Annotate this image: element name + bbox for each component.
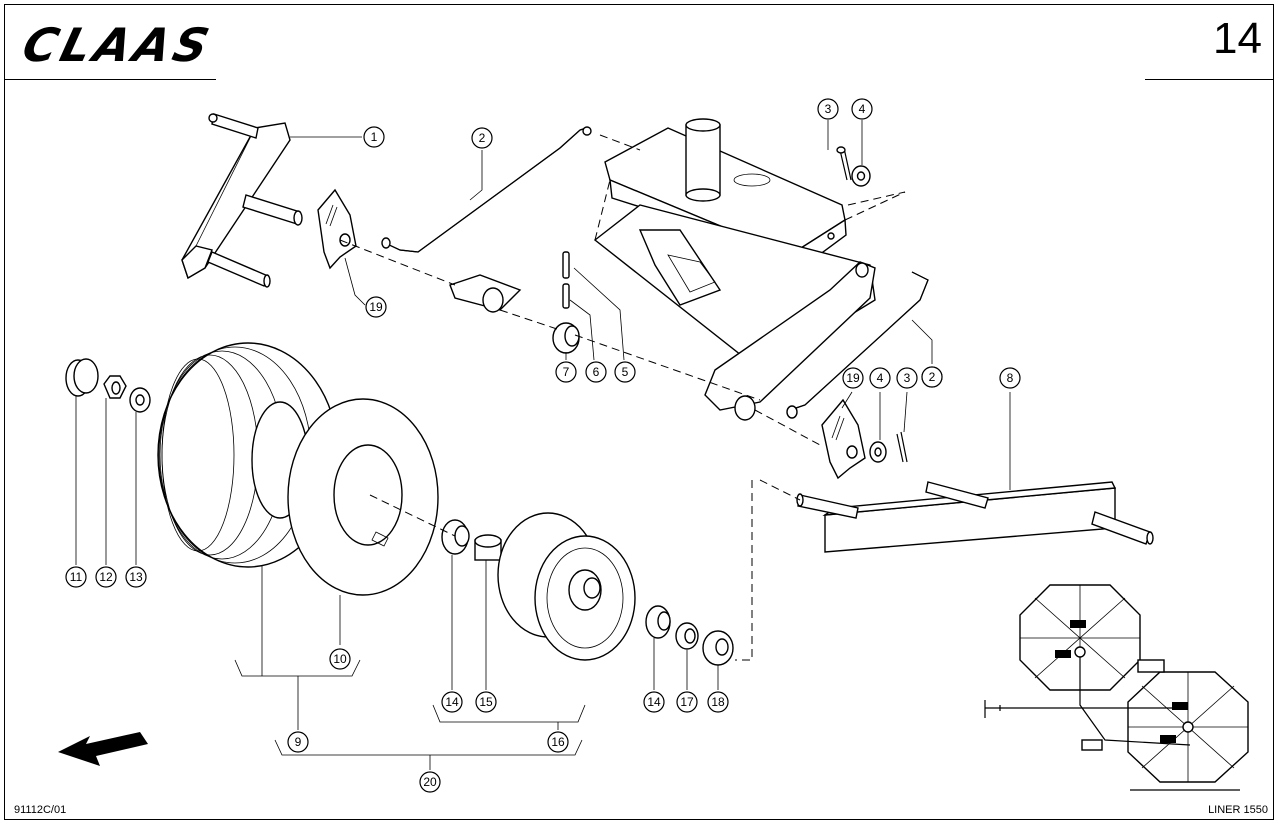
callout-20: 20 (419, 771, 441, 793)
svg-text:20: 20 (423, 775, 437, 789)
svg-text:12: 12 (99, 570, 113, 584)
part-plate-right (821, 398, 866, 480)
callout-4-right: 4 (869, 367, 891, 389)
svg-text:19: 19 (846, 371, 860, 385)
svg-text:5: 5 (622, 365, 629, 379)
callout-18: 18 (707, 691, 729, 713)
svg-text:2: 2 (929, 370, 936, 384)
svg-text:3: 3 (825, 102, 832, 116)
svg-text:1: 1 (371, 130, 378, 144)
svg-text:4: 4 (877, 371, 884, 385)
part-washer-13 (129, 387, 151, 413)
svg-text:14: 14 (445, 695, 459, 709)
part-nut (103, 375, 127, 399)
svg-text:4: 4 (859, 102, 866, 116)
svg-text:8: 8 (1007, 371, 1014, 385)
part-axle-beam (796, 481, 1154, 553)
part-spacer (474, 534, 502, 561)
part-washer-right (869, 441, 887, 463)
svg-text:15: 15 (479, 695, 493, 709)
callout-9: 9 (287, 731, 309, 753)
callout-3-right: 3 (896, 367, 918, 389)
svg-text:10: 10 (333, 652, 347, 666)
callout-13: 13 (125, 566, 147, 588)
part-washer-18 (702, 630, 734, 666)
model-name: LINER 1550 (1208, 804, 1268, 816)
part-bearing-left (441, 519, 470, 555)
callout-14-right: 14 (643, 691, 665, 713)
document-code: 91112C/01 (14, 804, 67, 816)
svg-text:16: 16 (551, 735, 565, 749)
part-seal (675, 622, 699, 650)
assembly-lines (339, 134, 906, 661)
part-bearing-right (645, 605, 671, 639)
callout-5: 5 (614, 361, 636, 383)
svg-text:3: 3 (904, 371, 911, 385)
callout-8: 8 (999, 367, 1021, 389)
svg-text:13: 13 (129, 570, 143, 584)
page-frame (4, 4, 1274, 820)
machine-overview-icon (984, 584, 1249, 791)
callout-4-top: 4 (851, 98, 873, 120)
part-rod-upper (381, 126, 592, 253)
callout-10: 10 (329, 648, 351, 670)
part-wheel-rim (497, 512, 636, 661)
part-bush-7 (552, 322, 580, 354)
svg-text:11: 11 (70, 570, 83, 584)
svg-text:9: 9 (295, 735, 302, 749)
callout-15: 15 (475, 691, 497, 713)
part-inner-tube (287, 398, 439, 596)
svg-text:19: 19 (369, 300, 383, 314)
part-washer-top (851, 165, 871, 187)
callout-2-right: 2 (921, 366, 943, 388)
part-plate-left (317, 188, 357, 270)
callout-16: 16 (547, 731, 569, 753)
header-rule-right (1145, 79, 1274, 80)
callout-6: 6 (585, 361, 607, 383)
callout-17: 17 (676, 691, 698, 713)
page-number: 14 (1213, 14, 1262, 63)
part-split-pin-right (896, 431, 908, 463)
svg-text:6: 6 (593, 365, 600, 379)
svg-text:17: 17 (680, 695, 694, 709)
svg-text:14: 14 (647, 695, 661, 709)
leader-lines (75, 120, 1011, 770)
part-central-frame (449, 118, 876, 421)
callout-14-left: 14 (441, 691, 463, 713)
svg-text:7: 7 (563, 365, 570, 379)
direction-arrow-icon (58, 732, 148, 766)
part-split-pin-top (836, 146, 852, 181)
header-rule-left (4, 79, 216, 80)
part-axle-carrier (181, 113, 303, 288)
callout-12: 12 (95, 566, 117, 588)
part-rod-lower (786, 271, 929, 419)
svg-text:2: 2 (479, 131, 486, 145)
callout-19-left: 19 (365, 296, 387, 318)
part-hub-cap (65, 358, 99, 397)
callout-2-upper: 2 (471, 127, 493, 149)
callout-1: 1 (363, 126, 385, 148)
callout-11: 11 (65, 566, 87, 588)
part-spring-pins (562, 251, 570, 309)
svg-text:18: 18 (711, 695, 725, 709)
callout-3-top: 3 (817, 98, 839, 120)
callout-7: 7 (555, 361, 577, 383)
callout-19-right: 19 (842, 367, 864, 389)
